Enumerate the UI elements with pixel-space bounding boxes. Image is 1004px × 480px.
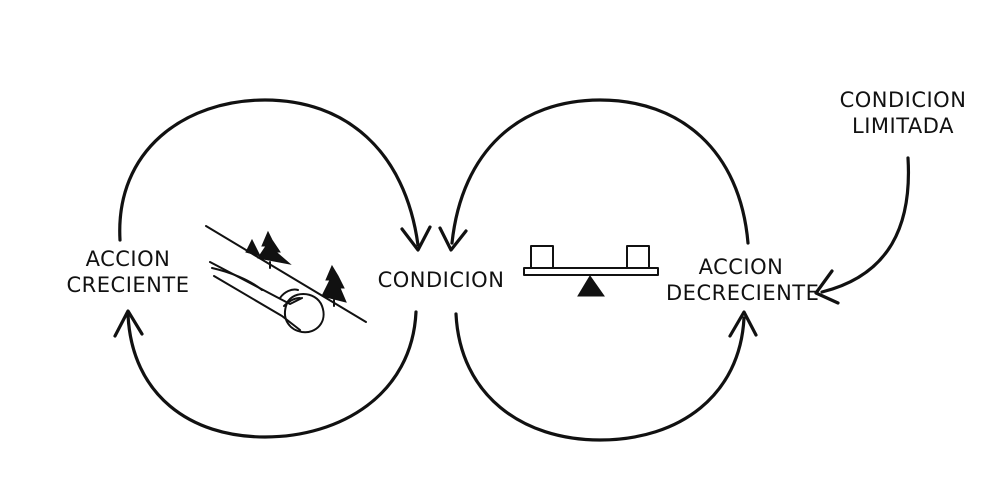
- label-accion-decreciente-line1: ACCION: [698, 255, 784, 279]
- arrowhead-into-creciente: [113, 309, 144, 338]
- label-accion-creciente: ACCION CRECIENTE: [58, 246, 198, 298]
- label-accion-decreciente: ACCION DECRECIENTE: [666, 254, 820, 306]
- label-accion-creciente-line1: ACCION: [85, 247, 171, 271]
- snowball-on-slope-icon: [205, 225, 367, 334]
- arrowhead-into-decreciente-right: [814, 269, 840, 305]
- label-condicion-limitada-line2: LIMITADA: [852, 114, 954, 138]
- label-condicion-text: CONDICION: [377, 268, 505, 292]
- arrow-condicion-to-creciente: [126, 310, 418, 439]
- arrow-creciente-to-condicion: [118, 98, 420, 247]
- label-accion-decreciente-line2: DECRECIENTE: [666, 281, 820, 305]
- arrow-condicion-to-decreciente: [454, 312, 746, 442]
- arrow-limitada-to-decreciente: [820, 156, 911, 294]
- reinforcing-loop: [113, 98, 432, 439]
- arrowhead-into-decreciente: [728, 310, 758, 338]
- seesaw-balance-icon: [523, 245, 659, 297]
- label-condicion-limitada-line1: CONDICION: [839, 88, 967, 112]
- label-condicion-limitada: CONDICION LIMITADA: [828, 87, 978, 139]
- arrowhead-into-condicion-right: [438, 226, 468, 252]
- arrowhead-into-condicion-left: [400, 225, 432, 252]
- label-accion-creciente-line2: CRECIENTE: [66, 273, 190, 297]
- arrow-decreciente-to-condicion: [450, 98, 750, 245]
- label-condicion: CONDICION: [368, 267, 514, 293]
- balancing-loop: [438, 98, 758, 442]
- limit-arrow: [814, 156, 911, 305]
